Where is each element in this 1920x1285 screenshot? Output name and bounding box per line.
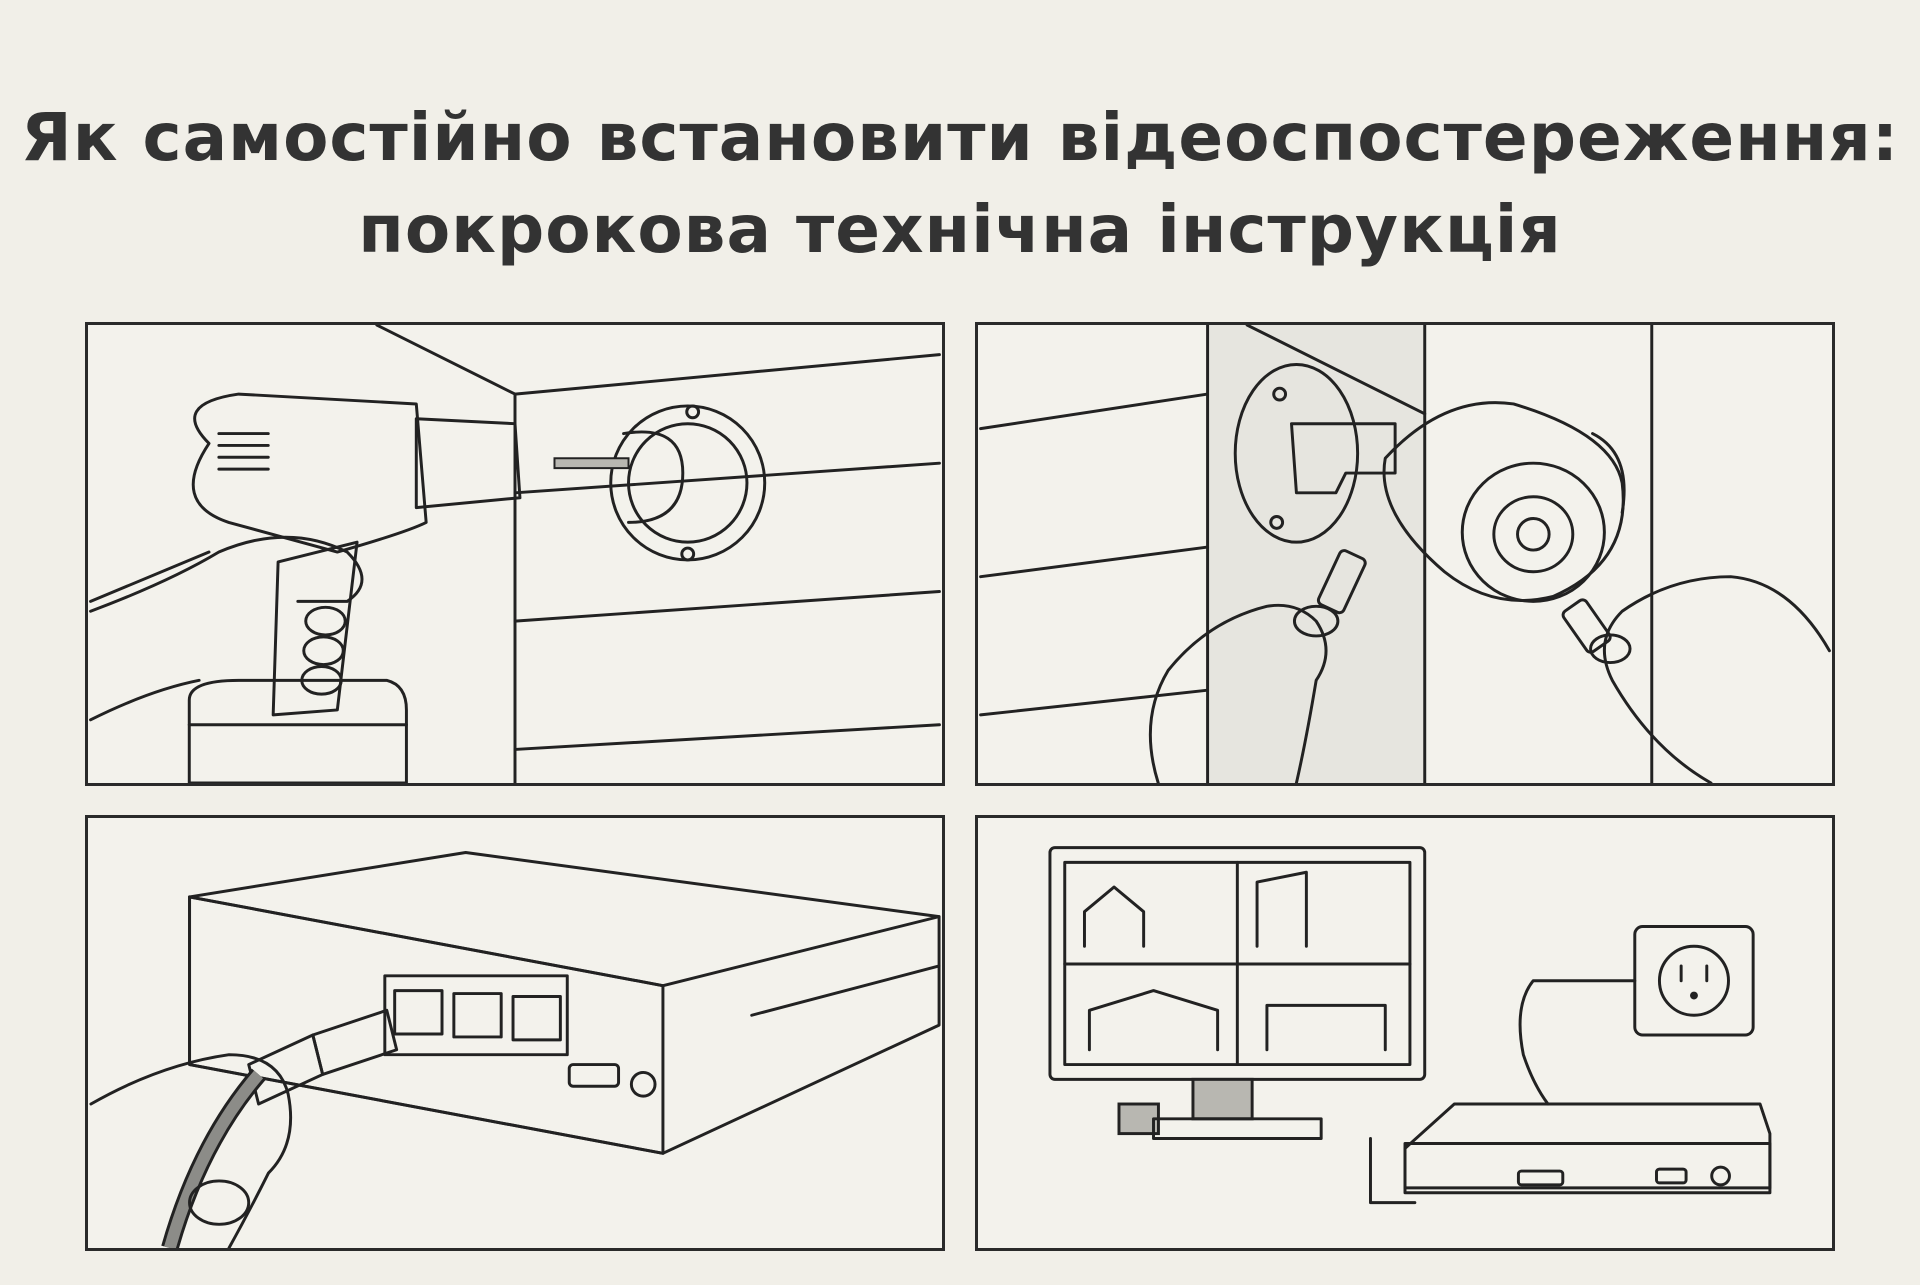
ethernet-port-icon bbox=[452, 992, 503, 1039]
step-4-monitor-panel bbox=[975, 815, 1835, 1251]
ethernet-cable-icon bbox=[161, 1008, 399, 1248]
hdmi-port-icon bbox=[567, 1063, 621, 1088]
power-jack-icon bbox=[629, 1070, 657, 1098]
power-outlet-icon bbox=[1633, 925, 1755, 1037]
recorder-box-icon bbox=[188, 851, 941, 1155]
wall-bracket-icon bbox=[609, 404, 767, 562]
camera-icon bbox=[1382, 401, 1626, 603]
recorder-box-icon bbox=[1403, 1102, 1772, 1195]
drill-icon bbox=[187, 392, 630, 783]
ethernet-port-icon bbox=[511, 995, 562, 1042]
title-line-2: покрокова технічна інструкція bbox=[358, 191, 1562, 268]
step-2-camera-panel bbox=[975, 322, 1835, 786]
page-title: Як самостійно встановити відеоспостереже… bbox=[0, 92, 1920, 276]
recorder-network-illustration bbox=[89, 851, 941, 1248]
step-1-drill-panel bbox=[85, 322, 945, 786]
monitor-icon bbox=[1048, 846, 1427, 1141]
camera-illustration bbox=[979, 325, 1831, 783]
ethernet-port-icon bbox=[393, 989, 444, 1036]
drill-illustration bbox=[89, 325, 941, 783]
step-3-network-panel bbox=[85, 815, 945, 1251]
title-line-1: Як самостійно встановити відеоспостереже… bbox=[20, 99, 1900, 176]
wall-bracket-icon bbox=[1233, 363, 1397, 544]
monitor-setup-illustration bbox=[1048, 846, 1772, 1205]
